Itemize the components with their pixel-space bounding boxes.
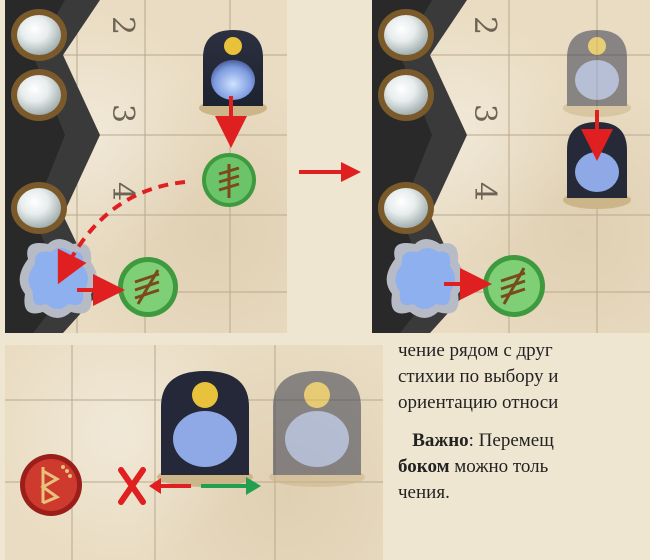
row-number: 3 [105, 104, 140, 123]
red-rune-token[interactable] [19, 453, 83, 517]
row-number: 2 [105, 16, 140, 35]
rules-text-line: чения. [398, 480, 650, 506]
gem-icon [378, 182, 434, 234]
gem-icon [11, 69, 67, 121]
rules-text: чение рядом с друг стихии по выбору и ор… [398, 338, 650, 506]
elemental-cloud-tile[interactable] [380, 234, 470, 324]
gem-icon [378, 9, 434, 61]
transition-arrow-icon [297, 160, 363, 184]
elemental-shrine-tile[interactable] [198, 28, 268, 118]
sun-icon [192, 382, 218, 408]
rules-text-line: стихии по выбору и [398, 364, 650, 390]
important-note-line: боком можно толь [398, 454, 650, 480]
row-number: 3 [467, 104, 502, 123]
sun-icon [224, 37, 242, 55]
important-note: Важно: Перемещ [398, 428, 650, 454]
important-label: Важно [412, 430, 468, 451]
board-panel-after: 2 3 4 [372, 0, 650, 333]
green-rune-token[interactable] [201, 152, 257, 208]
gem-icon [11, 182, 67, 234]
elemental-shrine-tile[interactable] [562, 120, 632, 210]
gem-icon [378, 69, 434, 121]
row-number: 2 [467, 16, 502, 35]
rules-text-line: чение рядом с друг [398, 338, 650, 364]
sun-icon [588, 129, 606, 147]
bold-word: боком [398, 456, 450, 477]
rules-text-line: ориентацию относи [398, 390, 650, 416]
shrine-ghost-tile [562, 28, 632, 118]
elemental-cloud-tile[interactable] [13, 234, 103, 324]
shrine-ghost-tile [267, 367, 367, 489]
important-text: : Перемещ [469, 430, 554, 451]
gem-icon [11, 9, 67, 61]
important-text: можно толь [450, 456, 549, 477]
green-rune-token[interactable] [482, 254, 546, 318]
row-number: 4 [467, 182, 502, 201]
board-panel-sideways [5, 345, 383, 560]
green-rune-token[interactable] [117, 256, 179, 318]
elemental-shrine-tile[interactable] [155, 367, 255, 489]
row-number: 4 [105, 182, 140, 201]
board-panel-before: 2 3 4 [5, 0, 287, 333]
